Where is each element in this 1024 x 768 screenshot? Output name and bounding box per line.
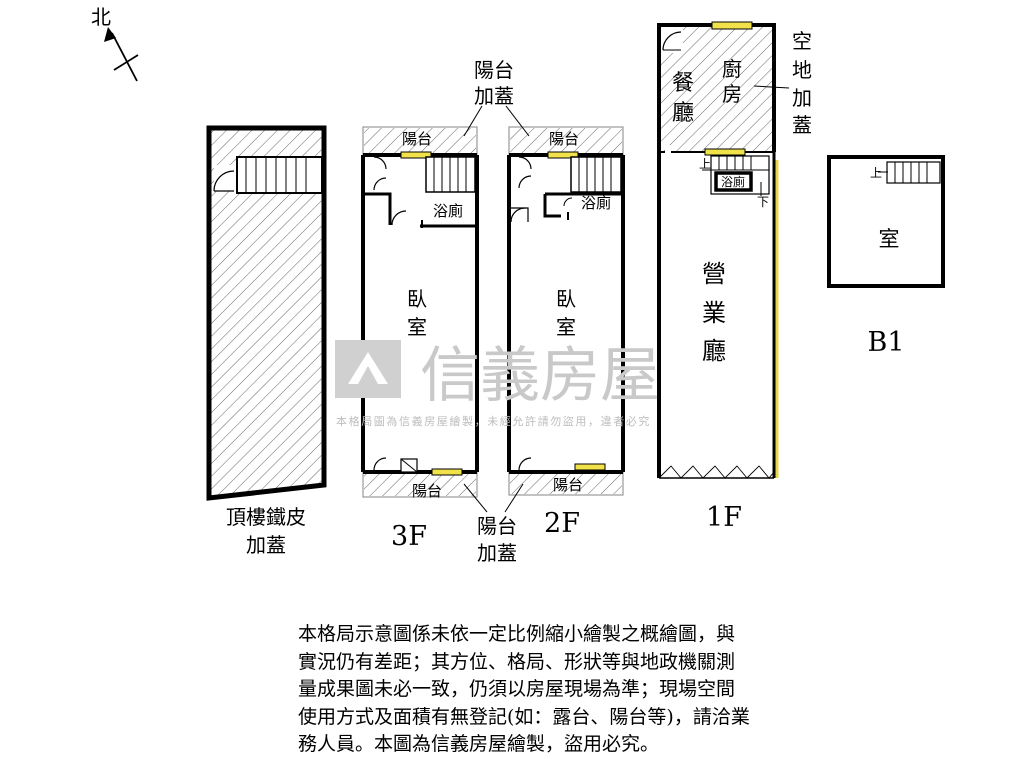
compass-cross-line [113,54,139,71]
second-floor-top-window [547,151,579,159]
third-floor-bottom-window [431,468,463,476]
watermark-logo-icon [335,340,401,398]
basement-floor-plan: 上 室 B1 [827,155,945,358]
balcony-addon-annotations: 陽台 加蓋 陽台 加蓋 [463,58,530,565]
compass-north-label: 北 [91,5,111,29]
vacant-addon-label-1: 空 [792,29,812,53]
roof-label-line2: 加蓋 [246,533,286,557]
first-floor-plan: 廚 房 餐 廳 上 浴廁 下 營 業 廳 1F [657,21,779,533]
third-floor-top-window [400,151,432,159]
watermark-brand: 信義房屋 [420,341,660,411]
second-floor-top-balcony-label: 陽台 [549,130,579,148]
third-floor-plan: 陽台 浴廁 臥 室 陽台 3F [361,126,479,552]
disclaimer-line: 務人員。本圖為信義房屋繪製，盜用必究。 [298,733,660,755]
roof-door-swing [213,170,235,192]
first-floor-kitchen-door-swing [662,31,682,51]
first-floor-hall-label-2: 業 [702,299,726,327]
first-floor-bath-label: 浴廁 [721,174,745,189]
first-floor-kitchen-label-2: 房 [722,82,742,106]
first-floor-dining-label-2: 廳 [672,101,694,126]
first-floor-stair-down-label: 下 [757,195,769,209]
basement-stair-treads [894,162,928,183]
third-floor-bottom-balcony-label: 陽台 [412,482,442,500]
disclaimer-text: 本格局示意圖係未依一定比例縮小繪製之概繪圖，與 實況仍有差距；其方位、格局、形狀… [298,621,858,759]
balcony-addon-top-leader-left [463,105,483,137]
roof-stair [236,156,323,194]
disclaimer-line: 本格局示意圖係未依一定比例縮小繪製之概繪圖，與 [298,623,736,645]
second-floor-label: 2F [544,508,580,539]
first-floor-dining-label-1: 餐 [672,71,694,96]
basement-label: B1 [867,327,904,358]
balcony-addon-bottom-leader-right [504,483,524,513]
disclaimer-line: 實況仍有差距；其方位、格局、形狀等與地政機關測 [298,650,736,673]
vacant-addon-label-4: 蓋 [792,113,812,137]
third-floor-bedroom-label-2: 室 [407,315,427,339]
second-floor-plan: 陽台 浴廁 臥 室 陽台 2F [507,126,625,539]
second-floor-stair-treads [578,157,612,192]
third-floor-bottom-balcony [364,474,476,496]
vacant-land-addon-annotation: 空 地 加 蓋 [753,29,812,137]
vacant-addon-label-2: 地 [792,58,812,82]
balcony-addon-bottom-leader-left [463,483,488,513]
first-floor-stair-treads [711,156,769,171]
third-floor-bath-wall [365,192,392,225]
compass-arrow-head [104,27,116,42]
basement-room-label: 室 [879,227,900,251]
third-floor-label: 3F [391,521,427,552]
second-floor-bottom-balcony-label: 陽台 [553,476,583,494]
roof-door-opening [214,165,236,191]
first-floor-hall-label-3: 廳 [702,337,726,365]
first-floor-kitchen-label-1: 廚 [722,57,742,81]
roof-floor-outline [206,125,327,501]
balcony-addon-bottom-label-2: 加蓋 [477,541,517,565]
first-floor-hall-label-1: 營 [702,260,726,288]
first-floor-stair-up-label: 上 [699,157,711,171]
first-floor-label: 1F [706,502,742,533]
balcony-addon-top-label-1: 陽台 [474,58,514,82]
north-compass: 北 [91,5,139,82]
disclaimer-line: 使用方式及面積有無登記(如：露台、陽台等)，請洽業 [298,705,750,728]
third-floor-top-balcony [364,128,476,155]
roof-floor-plan: 頂樓鐵皮 加蓋 [206,125,327,557]
first-floor-bath-room [714,171,753,192]
second-floor-bottom-balcony [510,474,622,494]
compass-arrow-shaft [111,32,138,82]
third-floor-bath-door-swing [391,210,407,226]
vacant-addon-label-3: 加 [792,86,812,110]
balcony-addon-top-leader-right [505,105,530,137]
first-floor-top-window [711,21,753,30]
watermark-notice: 本格局圖為信義房屋繪製，未經允許請勿盜用，違者必究 [336,414,651,428]
third-floor-stair-treads [433,157,467,192]
third-floor-top-balcony-label: 陽台 [402,130,432,148]
roof-label-line1: 頂樓鐵皮 [226,505,306,529]
third-floor-bath-label: 浴廁 [433,202,463,220]
balcony-addon-bottom-label-1: 陽台 [477,514,517,538]
balcony-addon-top-label-2: 加蓋 [474,84,514,108]
second-floor-bedroom-label-2: 室 [556,315,576,339]
third-floor-bedroom-label-1: 臥 [407,287,427,311]
second-floor-top-balcony [510,128,622,155]
second-floor-upper-door-swing [518,156,532,170]
second-floor-bedroom-label-1: 臥 [556,287,576,311]
watermark: 信義房屋 本格局圖為信義房屋繪製，未經允許請勿盜用，違者必究 [335,340,660,428]
basement-stair-up-label: 上 [870,166,882,180]
second-floor-bottom-window [574,463,606,471]
disclaimer-line: 量成果圖未必一致，仍須以房屋現場為準；現場空間 [298,678,736,700]
second-floor-bath-label: 浴廁 [581,194,611,212]
roof-stair-treads [245,157,307,193]
third-floor-upper-door-swing [373,156,387,170]
first-floor-shutter [658,465,775,479]
second-floor-bath-wall [543,194,561,218]
first-floor-mid-window [704,148,746,156]
vacant-addon-leader [753,85,790,89]
